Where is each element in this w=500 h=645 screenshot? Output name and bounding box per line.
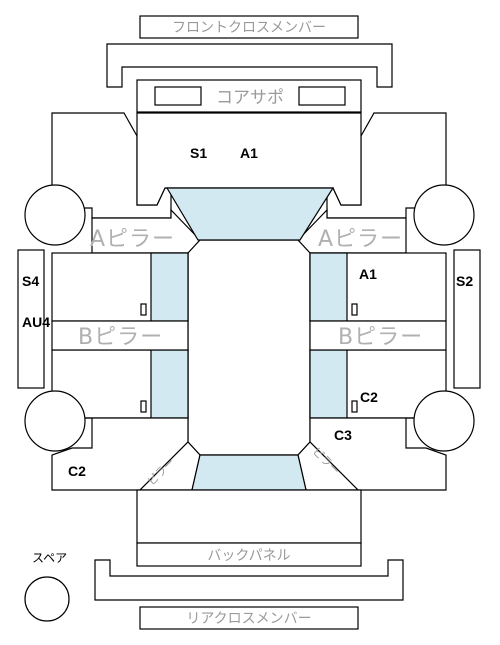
- spare-tire: [24, 576, 70, 622]
- rear-right-wheel: [413, 390, 475, 452]
- core-support-label: コアサポ: [216, 88, 284, 108]
- windshield: [165, 187, 335, 241]
- code-au4: AU4: [22, 314, 50, 330]
- right-side-sill: [453, 249, 481, 389]
- rear-left-wheel: [24, 390, 86, 452]
- b-pillar-right: [309, 320, 447, 351]
- left-front-window: [150, 252, 189, 322]
- rear-right-quarter: [309, 417, 447, 491]
- rear-bumper: [94, 559, 404, 601]
- trunk: [136, 489, 362, 544]
- a-pillar-right-label: Aピラー: [318, 227, 403, 252]
- code-s2: S2: [456, 273, 473, 289]
- back-panel: [136, 542, 362, 567]
- a-pillar-left-label: Aピラー: [90, 227, 175, 252]
- front-cross-member-label: フロントクロスメンバー: [172, 20, 326, 36]
- code-c2-right: C2: [360, 389, 378, 405]
- right-rear-handle: [351, 400, 358, 413]
- spare-label: スペア: [32, 551, 67, 565]
- rear-cross-member-box: [139, 606, 359, 630]
- left-rear-window: [150, 349, 189, 419]
- roof: [187, 239, 311, 456]
- rear-window: [191, 454, 307, 491]
- b-pillar-right-label: Bピラー: [338, 325, 423, 350]
- core-support-right-slot: [298, 86, 346, 106]
- b-pillar-left: [51, 320, 189, 351]
- front-right-wheel: [413, 184, 475, 246]
- code-a1-right: A1: [359, 266, 377, 282]
- right-front-handle: [351, 303, 358, 316]
- code-s4: S4: [22, 273, 39, 289]
- code-s1: S1: [190, 145, 207, 161]
- rear-left-quarter: [51, 417, 189, 491]
- core-support-left-slot: [154, 86, 202, 106]
- back-panel-label: バックパネル: [207, 548, 290, 564]
- right-front-window: [309, 252, 348, 322]
- left-front-handle: [140, 303, 147, 316]
- right-rear-window: [309, 349, 348, 419]
- front-bumper: [106, 43, 393, 88]
- left-side-sill: [17, 249, 45, 389]
- b-pillar-left-label: Bピラー: [78, 325, 163, 350]
- code-c3: C3: [334, 427, 352, 443]
- front-cross-member-box: [139, 15, 359, 39]
- code-a1-top: A1: [240, 145, 258, 161]
- rear-cross-member-label: リアクロスメンバー: [186, 611, 311, 627]
- front-left-wheel: [24, 184, 86, 246]
- code-c2-left: C2: [68, 463, 86, 479]
- left-rear-handle: [140, 400, 147, 413]
